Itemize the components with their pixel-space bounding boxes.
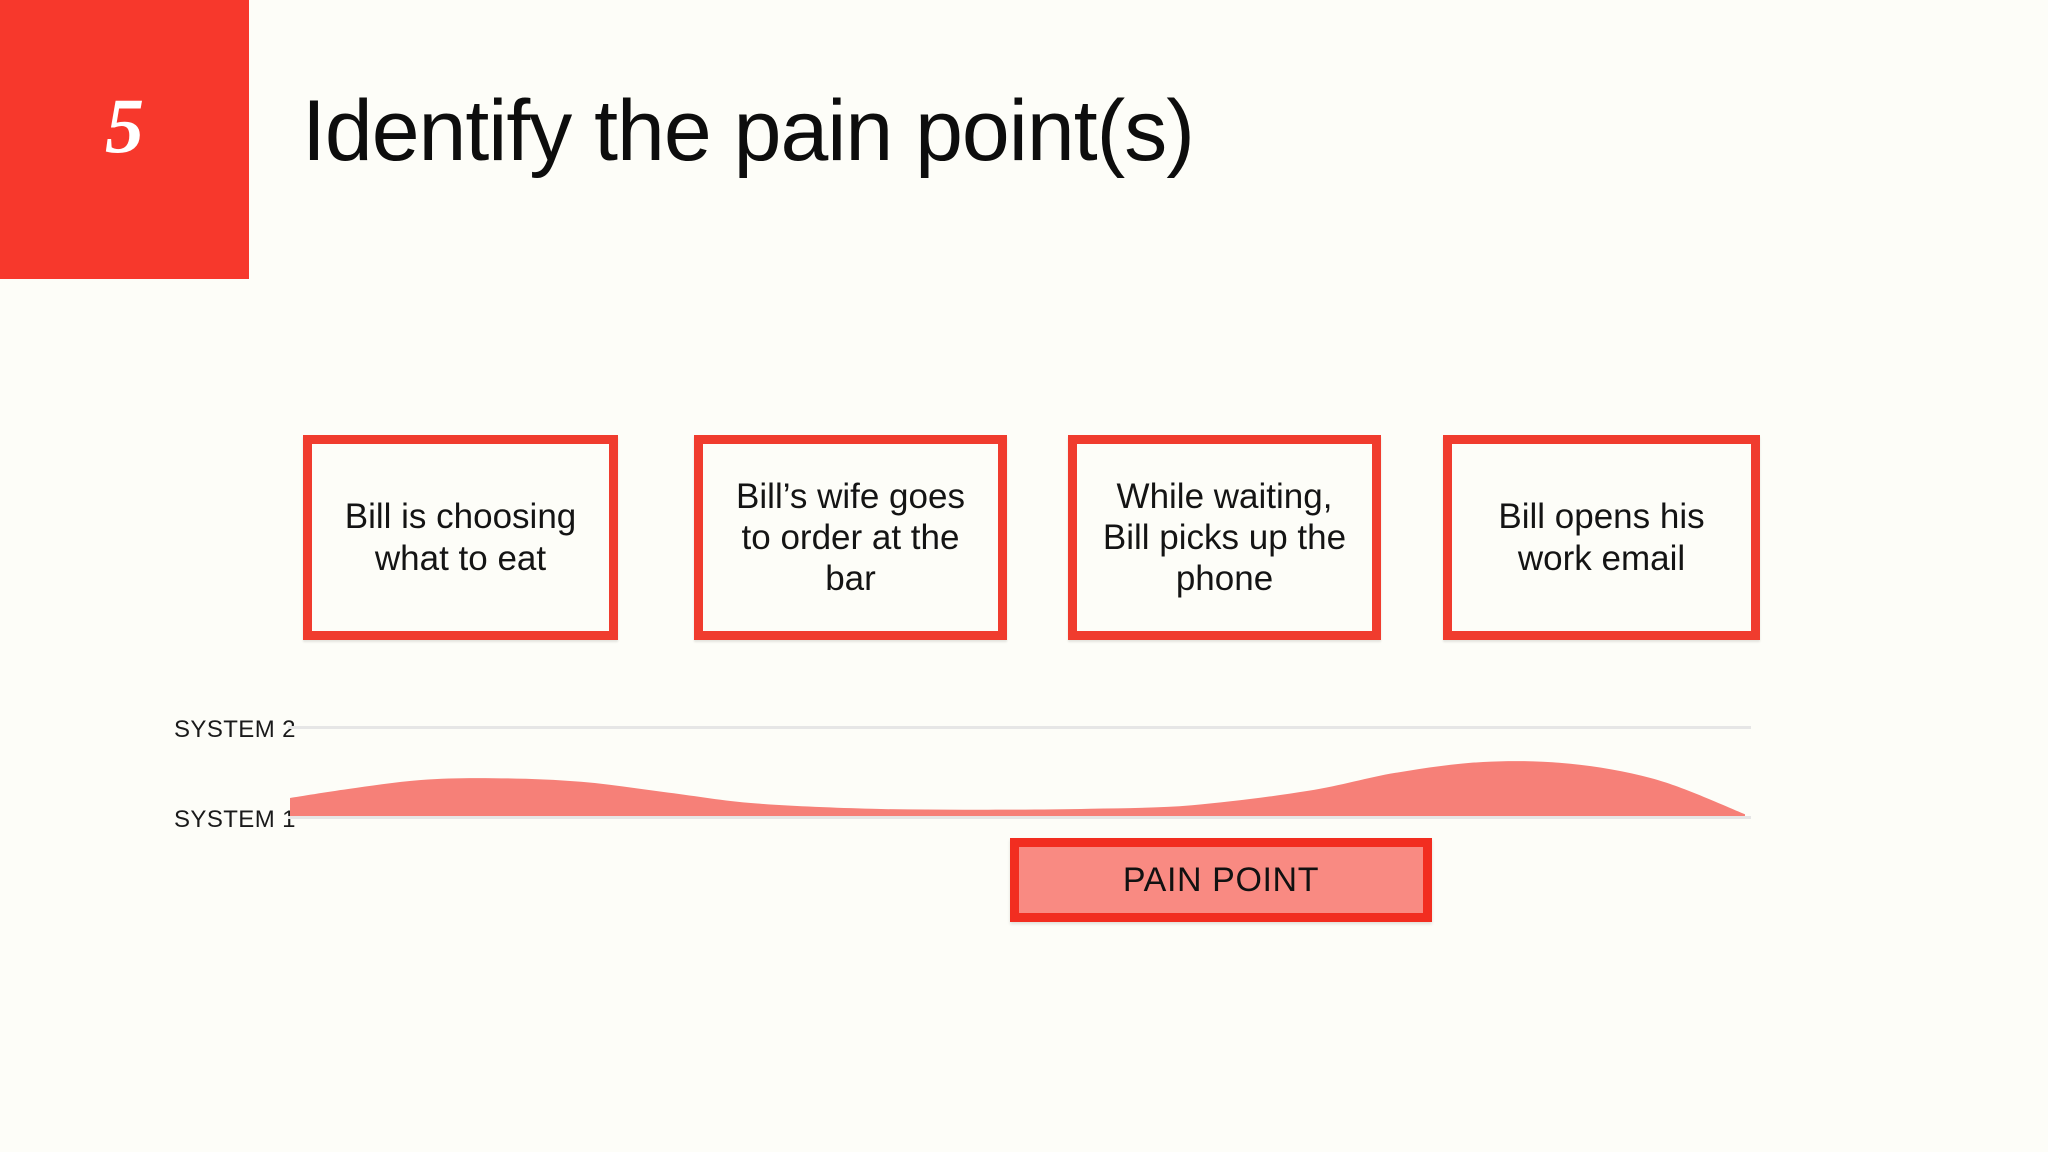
page-title: Identify the pain point(s) [302,83,1195,179]
step-box-2-label: Bill’s wife goes to order at the bar [736,476,965,599]
step-box-4[interactable]: Bill opens his work email [1443,435,1760,640]
axis-label-system-1: SYSTEM 1 [174,806,296,833]
cognitive-effort-area-chart [0,690,2048,830]
slide-number: 5 [105,81,144,169]
effort-wave-svg [290,761,1745,816]
pain-point-callout[interactable]: PAIN POINT [1010,838,1432,922]
pain-point-label: PAIN POINT [1122,860,1320,899]
axis-label-system-2: SYSTEM 2 [174,716,296,743]
step-box-4-label: Bill opens his work email [1498,497,1705,578]
slide-number-badge: 5 [0,0,249,279]
step-box-3-label: While waiting, Bill picks up the phone [1102,476,1347,599]
step-box-1[interactable]: Bill is choosing what to eat [303,435,618,640]
effort-wave-path [290,761,1745,816]
step-box-2[interactable]: Bill’s wife goes to order at the bar [694,435,1007,640]
axis-gridline-system-2 [288,726,1751,729]
axis-gridline-system-1 [288,816,1751,819]
step-box-1-label: Bill is choosing what to eat [344,497,577,578]
step-box-3[interactable]: While waiting, Bill picks up the phone [1068,435,1381,640]
